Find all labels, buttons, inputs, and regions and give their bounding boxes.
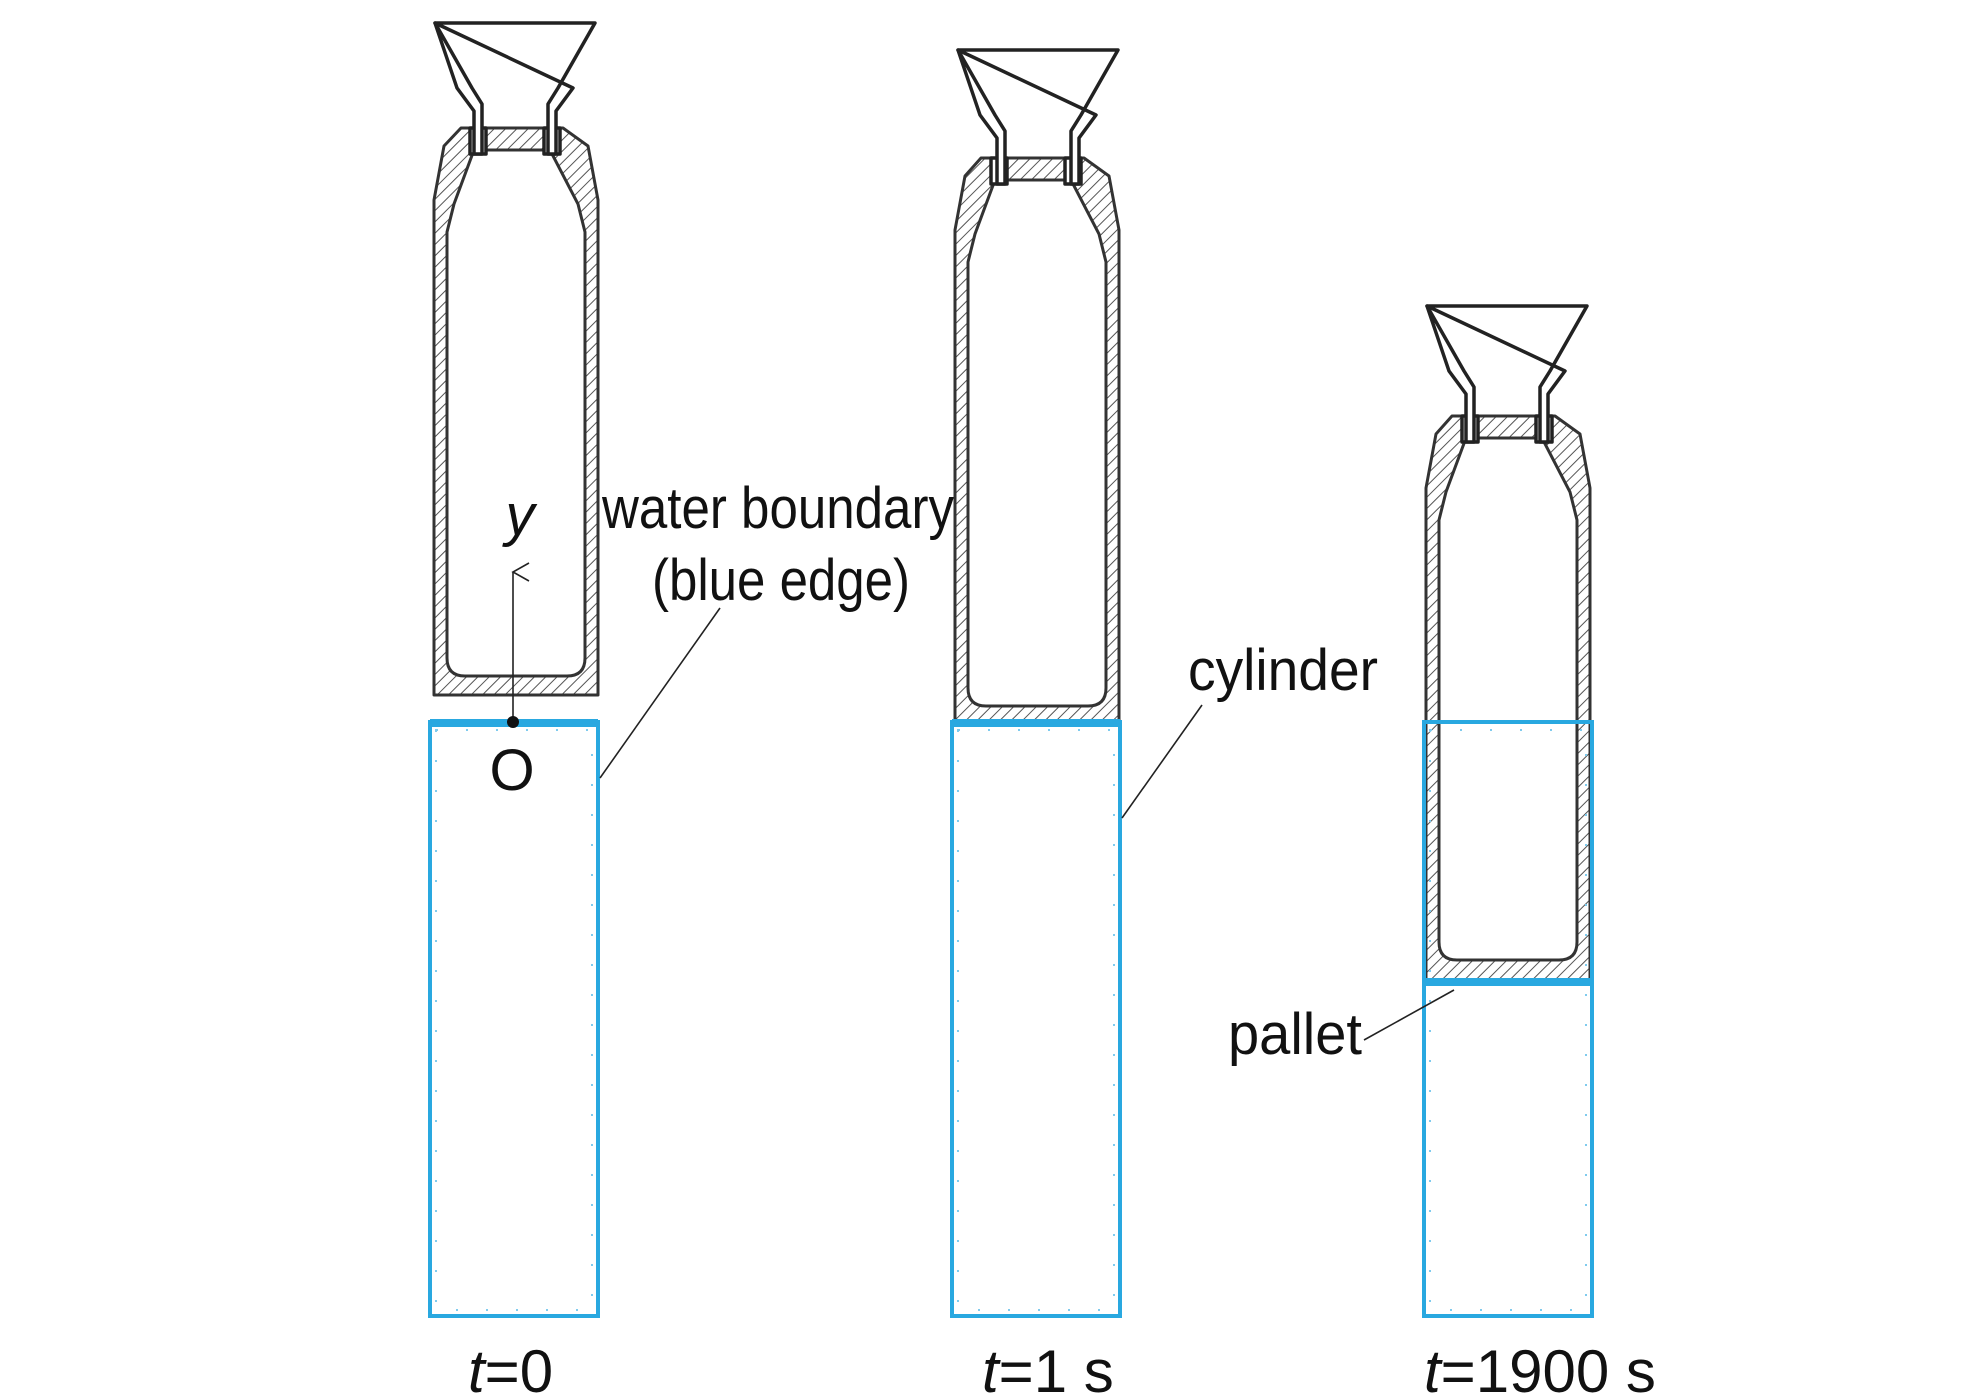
coordinate-axis: y O	[489, 483, 537, 803]
bottle-body	[1424, 304, 1592, 986]
time-var: t	[468, 1338, 487, 1394]
svg-text:t=1 s: t=1 s	[982, 1338, 1114, 1394]
pallet-leader	[1363, 989, 1455, 1041]
funnel-left	[1425, 304, 1476, 444]
svg-text:t=1900 s: t=1900 s	[1424, 1338, 1656, 1394]
cylinder-leader	[1121, 704, 1203, 819]
time-label-t1: t=1 s	[982, 1338, 1114, 1394]
funnel	[956, 48, 1120, 186]
panel-t0: y O water boundary (blue edge) t=0	[428, 21, 954, 1394]
water-tank	[950, 719, 1122, 1318]
time-label-t1900: t=1900 s	[1424, 1338, 1656, 1394]
time-value: =1 s	[999, 1338, 1114, 1394]
cylinder-callout: cylinder	[1121, 638, 1378, 819]
bottle-body	[432, 21, 600, 697]
time-label-t0: t=0	[468, 1338, 553, 1394]
water-boundary-sub-label: (blue edge)	[652, 548, 910, 613]
pallet-label: pallet	[1228, 1002, 1362, 1067]
cylinder-label: cylinder	[1188, 638, 1378, 703]
time-var: t	[982, 1338, 1001, 1394]
funnel-left	[956, 48, 1007, 186]
time-var: t	[1424, 1338, 1443, 1394]
origin-dot	[507, 716, 519, 728]
origin-label: O	[489, 738, 534, 803]
water-tank	[1422, 720, 1594, 1318]
funnel	[433, 21, 597, 156]
funnel-left	[433, 21, 484, 156]
water-boundary-callout: water boundary (blue edge)	[599, 476, 954, 779]
time-value: =0	[485, 1338, 553, 1394]
y-axis-label: y	[502, 483, 538, 548]
time-value: =1900 s	[1441, 1338, 1656, 1394]
water-boundary-label: water boundary	[601, 476, 954, 541]
water-boundary-leader	[599, 607, 721, 779]
panel-t1900: pallet t=1900 s	[1228, 304, 1656, 1394]
pallet-callout: pallet	[1228, 989, 1455, 1067]
svg-text:t=0: t=0	[468, 1338, 553, 1394]
funnel	[1425, 304, 1589, 444]
water-tank	[428, 719, 600, 1318]
panel-t1: cylinder t=1 s	[950, 48, 1378, 1394]
bottle-body	[953, 48, 1121, 724]
